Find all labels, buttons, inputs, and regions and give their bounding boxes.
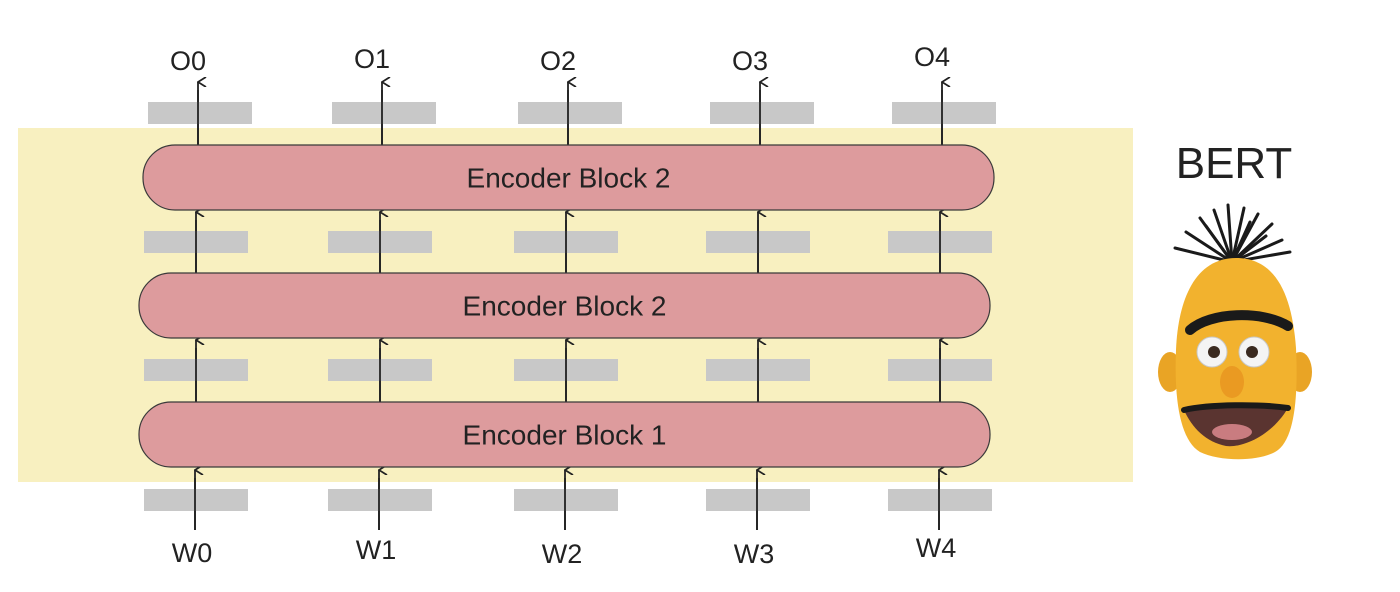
token-bar-row3-col0 [144,489,248,511]
input-label-4: W4 [916,533,957,563]
encoder-block-label-1: Encoder Block 2 [463,291,667,322]
encoder-block-1 [138,272,991,339]
token-bar-row3-col4 [888,489,992,511]
encoder-block-2 [138,401,991,468]
input-label-0: W0 [172,538,213,568]
encoder-block-0 [142,144,995,211]
token-bar-row0-col4 [892,102,996,124]
token-bar-row0-col1 [332,102,436,124]
token-bar-row3-col3 [706,489,810,511]
bert-face-icon [1158,203,1312,460]
encoder-block-label-2: Encoder Block 1 [463,420,667,451]
encoder-blocks-layer: Encoder Block 2 Encoder Block 2 Encoder Bl… [138,144,995,468]
encoder-block-label-0: Encoder Block 2 [467,163,671,194]
input-label-3: W3 [734,539,775,569]
model-name: BERT [1176,139,1293,188]
input-label-2: W2 [542,539,583,569]
output-label-0: O0 [170,46,206,76]
token-bar-row0-col0 [148,102,252,124]
output-label-2: O2 [540,46,576,76]
output-label-4: O4 [914,42,950,72]
token-bars-layer [144,90,996,530]
token-bar-row0-col3 [710,102,814,124]
output-label-3: O3 [732,46,768,76]
token-bar-row3-col2 [514,489,618,511]
token-bar-row0-col2 [518,102,622,124]
output-label-1: O1 [354,44,390,74]
token-bar-row3-col1 [328,489,432,511]
input-label-1: W1 [356,535,397,565]
